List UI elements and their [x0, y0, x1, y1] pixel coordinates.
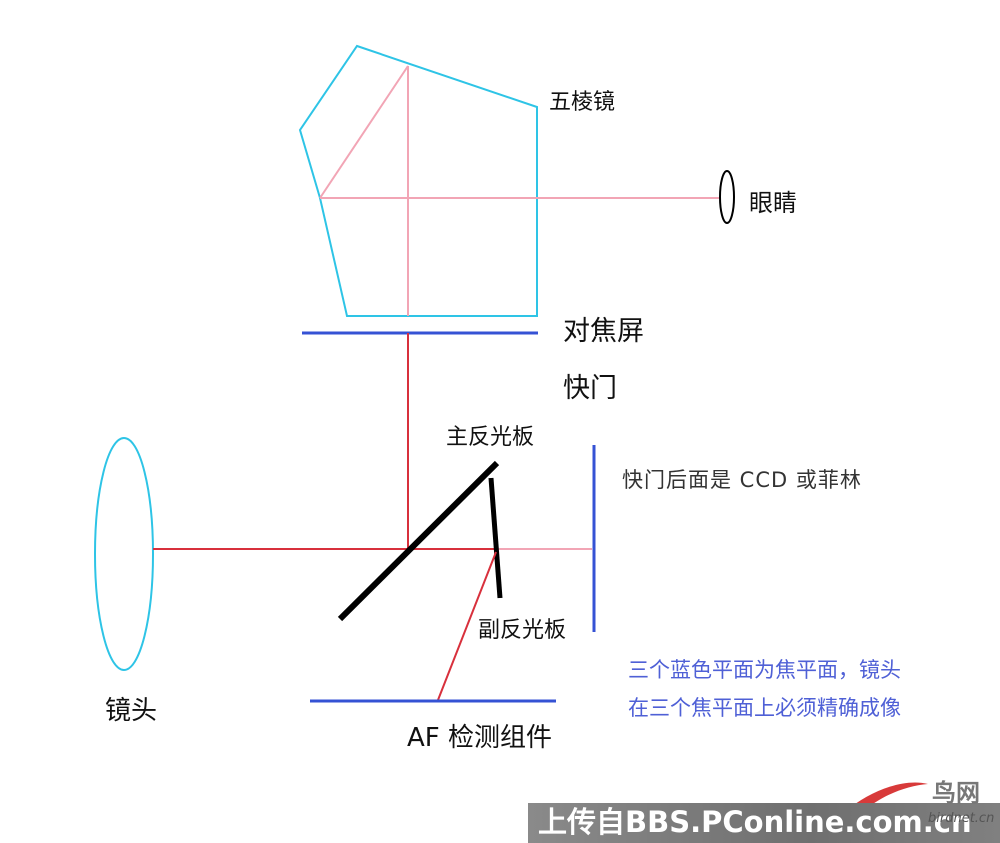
watermark-bar	[528, 803, 1000, 843]
prism-ray-diagonal	[319, 65, 409, 199]
eye-icon	[719, 170, 735, 224]
note-line-1: 三个蓝色平面为焦平面，镜头	[628, 658, 901, 682]
label-sub-mirror: 副反光板	[478, 618, 567, 643]
label-behind-shutter: 快门后面是 CCD 或菲林	[622, 468, 862, 492]
main-mirror	[337, 460, 500, 622]
watermark-upload-text: 上传自BBS.PConline.com.cn	[538, 805, 972, 839]
label-lens: 镜头	[105, 696, 158, 726]
label-pentaprism: 五棱镜	[549, 90, 616, 115]
label-shutter: 快门	[563, 373, 617, 404]
sub-mirror	[488, 477, 503, 599]
label-main-mirror: 主反光板	[446, 425, 535, 450]
label-focus-screen: 对焦屏	[563, 316, 644, 347]
note-line-2: 在三个焦平面上必须精确成像	[628, 696, 901, 720]
ray-down-to-af	[437, 551, 497, 701]
lens-icon	[94, 437, 154, 671]
pentaprism-outline	[298, 44, 538, 317]
label-eye: 眼睛	[749, 189, 797, 217]
watermark-url: birdnet.cn	[928, 811, 995, 826]
label-af-module: AF 检测组件	[407, 723, 553, 753]
watermark-brand: 鸟网	[932, 779, 980, 807]
